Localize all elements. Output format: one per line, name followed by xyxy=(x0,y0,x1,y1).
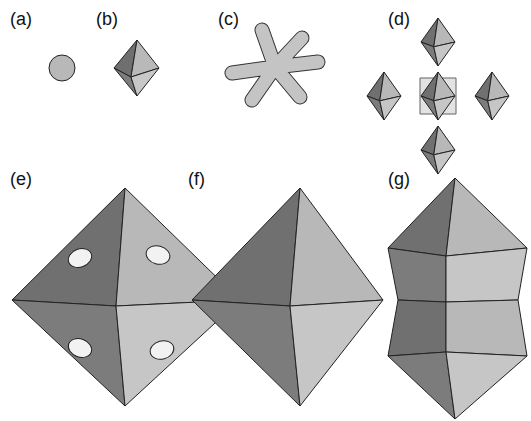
twinned-octahedra xyxy=(388,178,527,419)
octahedron-face xyxy=(488,96,509,120)
octahedron-face xyxy=(434,150,455,174)
nucleus-sphere xyxy=(49,55,75,81)
panel-label: (b) xyxy=(96,10,118,28)
octahedron-face xyxy=(434,42,455,66)
panel-label: (g) xyxy=(388,170,410,188)
octahedron xyxy=(192,188,383,406)
panel-label: (d) xyxy=(388,10,410,28)
panel-label: (a) xyxy=(10,10,32,28)
panel-label: (c) xyxy=(218,10,239,28)
panel-label: (e) xyxy=(10,170,32,188)
octahedron-face xyxy=(380,96,401,120)
panel-label: (f) xyxy=(188,170,205,188)
branched-star xyxy=(232,30,318,100)
branched-octahedron xyxy=(367,18,509,174)
small-octahedron xyxy=(114,40,159,96)
octahedron-face xyxy=(434,96,455,120)
